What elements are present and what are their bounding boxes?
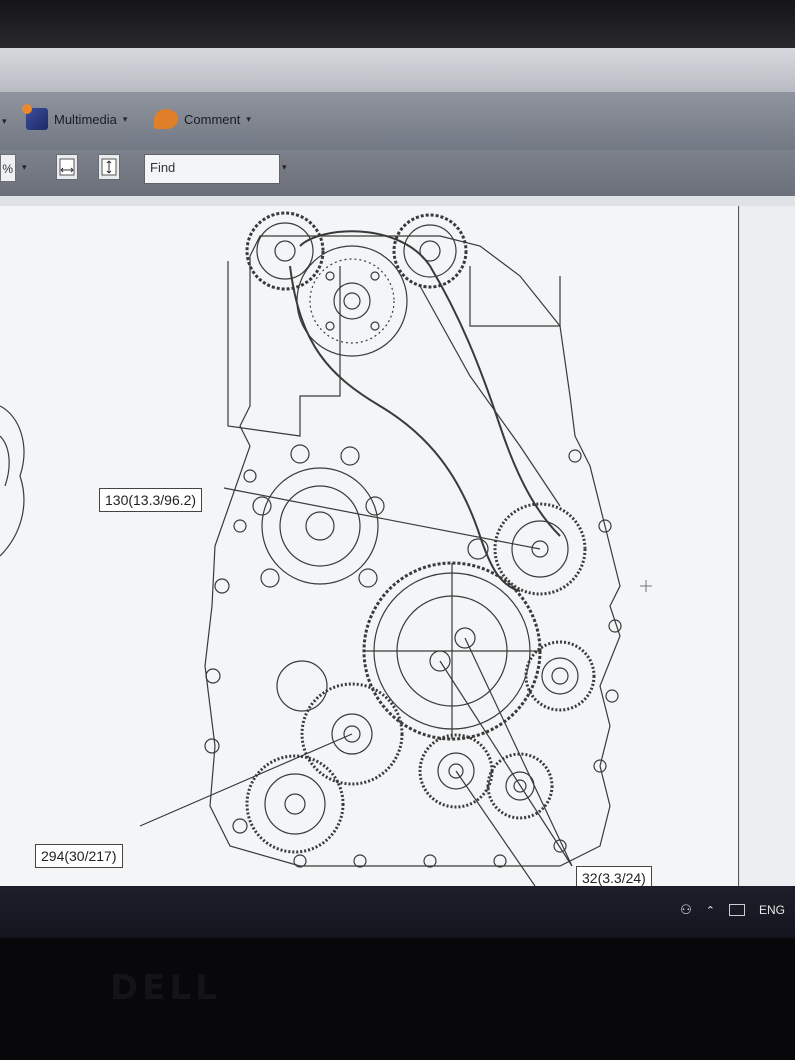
main-drive-gear	[362, 561, 542, 741]
chevron-up-icon[interactable]: ⌃	[705, 904, 715, 917]
fit-width-button[interactable]	[56, 154, 78, 180]
fit-page-button[interactable]	[98, 154, 120, 180]
leader-line-294	[139, 733, 353, 827]
idler-sprocket-top	[296, 245, 408, 357]
system-tray: ⚇ ⌃ ENG	[680, 902, 785, 918]
timing-chain-outer	[299, 230, 561, 537]
torque-callout-lower-left: 294(30/217)	[35, 844, 123, 868]
monitor-bottom-bezel	[0, 938, 795, 1060]
idler-gear-right	[524, 640, 596, 712]
zoom-dropdown-icon[interactable]: ▾	[22, 162, 27, 172]
chevron-down-icon: ▾	[246, 113, 251, 124]
left-cover-panel	[227, 261, 341, 437]
chevron-down-icon: ▾	[122, 113, 128, 124]
crank-sprocket	[467, 502, 587, 596]
balancer-gear-left	[245, 754, 345, 854]
leader-line-130	[223, 487, 541, 550]
find-input[interactable]: Find	[144, 154, 280, 184]
secondary-toolbar	[0, 150, 795, 196]
oil-pump-gear	[276, 660, 404, 786]
comment-icon	[154, 109, 178, 129]
water-pump	[252, 444, 385, 588]
document-page: 130(13.3/96.2) 294(30/217) 32(3.3/24)	[0, 206, 739, 890]
document-area: 130(13.3/96.2) 294(30/217) 32(3.3/24)	[0, 196, 795, 890]
monitor-top-bezel	[0, 0, 795, 50]
cam-gear-left	[245, 211, 325, 291]
partial-component-left-detail	[0, 435, 10, 487]
housing-bolt-holes	[204, 449, 622, 868]
multimedia-button[interactable]: Multimedia ▾	[22, 104, 128, 130]
cam-gear-right	[392, 213, 468, 289]
fit-width-icon	[59, 158, 75, 176]
find-options-icon[interactable]: ▾	[282, 162, 287, 172]
window-title-strip	[0, 48, 795, 92]
leader-line-bottom	[455, 770, 536, 886]
multimedia-label: Multimedia	[54, 111, 117, 127]
taskbar: ⚇ ⌃ ENG	[0, 886, 795, 938]
main-toolbar: ▾ Multimedia ▾ Comment ▾	[0, 92, 795, 151]
language-indicator[interactable]: ENG	[758, 903, 785, 917]
torque-callout-upper: 130(13.3/96.2)	[99, 488, 203, 512]
right-bracket	[469, 266, 561, 327]
right-side-pane	[740, 206, 795, 886]
chevron-down-icon[interactable]: ▾	[2, 116, 7, 126]
partial-component-left	[0, 405, 25, 557]
engine-timing-gear-diagram	[0, 211, 652, 886]
comment-button[interactable]: Comment ▾	[154, 109, 251, 129]
screen: ▾ Multimedia ▾ Comment ▾ % ▾ Find ▾	[0, 48, 795, 938]
battery-icon[interactable]	[728, 904, 745, 916]
multimedia-icon	[22, 104, 48, 130]
chain-tensioner-rail	[419, 285, 561, 507]
comment-label: Comment	[184, 111, 241, 127]
timing-chain-inner	[289, 265, 521, 592]
crosshair-cursor	[640, 580, 652, 592]
leader-line-32-a	[439, 660, 573, 867]
monitor-brand-logo: DELL	[110, 968, 221, 1008]
fit-page-icon	[101, 158, 117, 176]
front-housing-outline	[204, 235, 621, 867]
zoom-input[interactable]: %	[0, 154, 16, 182]
leader-line-32-b	[464, 637, 573, 867]
people-icon[interactable]: ⚇	[680, 902, 692, 917]
